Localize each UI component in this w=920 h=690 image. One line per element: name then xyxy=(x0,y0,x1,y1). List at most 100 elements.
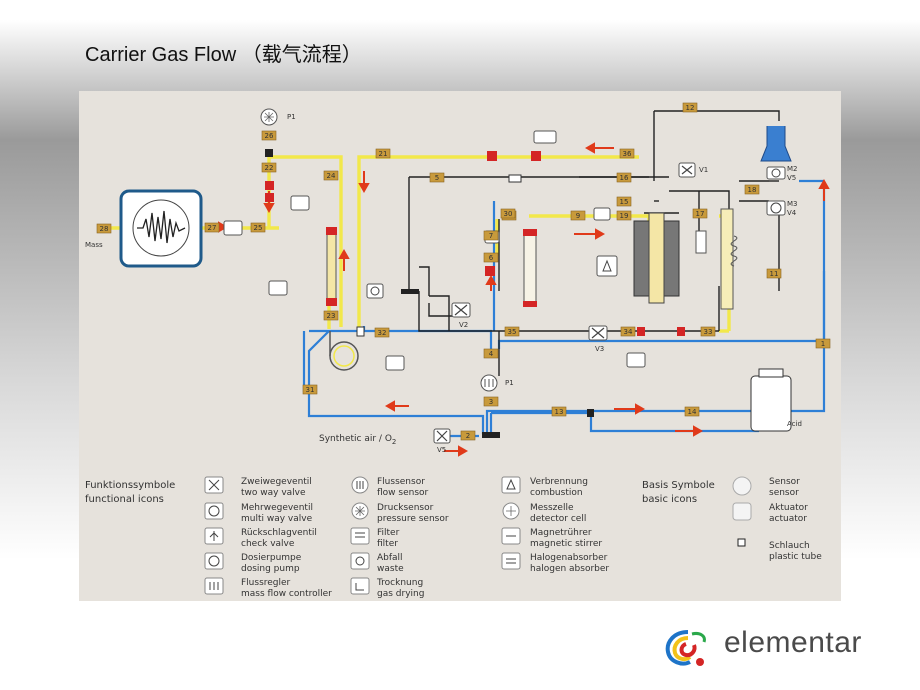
node-label: 9 xyxy=(576,212,580,220)
legend-col4-icons xyxy=(732,476,752,547)
legend-label: Dosierpumpe xyxy=(241,553,302,563)
legend-label: Flussensor xyxy=(377,477,425,487)
m3-label: M3 xyxy=(787,200,798,208)
legend-label: detector cell xyxy=(530,514,586,524)
legend-label: Aktuator xyxy=(769,503,808,513)
valve-v5 xyxy=(433,428,451,444)
slide-title: Carrier Gas Flow （载气流程） xyxy=(85,44,362,66)
legend-label: sensor xyxy=(769,488,799,498)
brand-name: elementar xyxy=(724,626,862,659)
legend-label: check valve xyxy=(241,539,295,549)
pump-m2 xyxy=(766,166,786,180)
legend-label: mass flow controller xyxy=(241,589,332,599)
node-label: 21 xyxy=(379,150,388,158)
legend-label: Trocknung xyxy=(376,578,423,588)
legend-label: Drucksensor xyxy=(377,503,434,513)
pressure-sensor-top xyxy=(260,108,278,126)
flow-arrows xyxy=(206,142,830,457)
v5-label: V5 xyxy=(437,446,446,454)
legend-label: Messzelle xyxy=(530,503,574,513)
synthetic-air-subscript: 2 xyxy=(392,438,396,446)
node-label: 6 xyxy=(489,254,494,262)
legend-label: Magnetrührer xyxy=(530,528,592,538)
node-label: 7 xyxy=(489,232,493,240)
flow-sensor-bottom xyxy=(480,374,498,392)
legend-label: Sensor xyxy=(769,477,800,487)
blue-gas-lines xyxy=(302,179,826,438)
mass-label: Mass xyxy=(85,241,103,249)
node-label: 35 xyxy=(508,328,517,336)
legend-label: waste xyxy=(377,564,404,574)
legend-label: pressure sensor xyxy=(377,514,449,524)
pump-m3 xyxy=(766,200,786,216)
detector-box xyxy=(119,189,203,268)
node-label: 24 xyxy=(327,172,336,180)
red-connectors xyxy=(265,151,685,336)
node-label: 14 xyxy=(688,408,697,416)
synthetic-air-label: Synthetic air / O xyxy=(319,434,392,444)
legend-label: plastic tube xyxy=(769,552,822,562)
legend-label: Halogenabsorber xyxy=(530,553,608,563)
acid-label: Acid xyxy=(787,420,802,428)
svg-text:Synthetic air / O2: Synthetic air / O2 xyxy=(319,434,396,446)
column-left xyxy=(326,227,337,306)
node-label: 12 xyxy=(686,104,695,112)
legend-label: Zweiwegeventil xyxy=(241,477,312,487)
acid-bottle xyxy=(750,368,792,432)
node-label: 16 xyxy=(620,174,629,182)
node-label: 11 xyxy=(770,270,779,278)
m2-label: M2 xyxy=(787,165,798,173)
node-label: 31 xyxy=(306,386,315,394)
node-label: 3 xyxy=(489,398,493,406)
elementar-logo-icon xyxy=(665,630,706,666)
elementar-logo: elementar xyxy=(660,626,900,670)
dosing-pump-icon xyxy=(204,552,224,570)
v5b-label: V5 xyxy=(787,174,796,182)
legend-label: Rückschlagventil xyxy=(241,528,317,538)
p1-top-label: P1 xyxy=(287,113,296,121)
legend-label: Abfall xyxy=(377,553,403,563)
legend-label: Flussregler xyxy=(241,578,291,588)
legend-label: flow sensor xyxy=(377,488,429,498)
legend-label: gas drying xyxy=(377,589,424,599)
node-label: 25 xyxy=(254,224,263,232)
flow-diagram: Mass Acid xyxy=(79,91,841,601)
waste-icon xyxy=(350,552,370,570)
legend-label: Filter xyxy=(377,528,400,538)
combustion-tube xyxy=(633,212,680,304)
coil-tube xyxy=(329,331,359,371)
legend-label: combustion xyxy=(530,488,583,498)
numbered-nodes: 28 27 25 26 22 24 23 21 36 32 31 5 35 15… xyxy=(96,102,831,441)
legend-label: dosing pump xyxy=(241,564,300,574)
filter-icons xyxy=(223,130,738,438)
valve-v3 xyxy=(588,325,608,341)
sensor-icon xyxy=(732,476,752,496)
legend-label: halogen absorber xyxy=(530,564,609,574)
legend-label: Schlauch xyxy=(769,541,810,551)
stirred-flask xyxy=(760,126,792,162)
node-label: 34 xyxy=(624,328,633,336)
node-label: 30 xyxy=(504,210,513,218)
functional-title-de: Funktionssymbole xyxy=(85,480,175,491)
legend-label: Mehrwegeventil xyxy=(241,503,313,513)
v1-label: V1 xyxy=(699,166,708,174)
node-label: 13 xyxy=(555,408,564,416)
v2-label: V2 xyxy=(459,321,468,329)
node-label: 1 xyxy=(821,340,825,348)
halogen-absorber-icon xyxy=(501,552,521,570)
legend-label: multi way valve xyxy=(241,514,313,524)
legend-col2-icons xyxy=(350,476,370,595)
legend-label: actuator xyxy=(769,514,807,524)
functional-title-en: functional icons xyxy=(85,494,164,505)
flow-diagram-svg: Mass Acid xyxy=(85,102,831,599)
node-label: 15 xyxy=(620,198,629,206)
gas-drying-icon xyxy=(350,577,370,595)
filter-icon xyxy=(350,527,370,545)
node-label: 32 xyxy=(378,329,387,337)
column-middle xyxy=(523,229,537,307)
actuator-icon xyxy=(732,502,752,521)
v4-label: V4 xyxy=(787,209,797,217)
node-label: 23 xyxy=(327,312,336,320)
node-label: 2 xyxy=(466,432,470,440)
node-label: 19 xyxy=(620,212,629,220)
